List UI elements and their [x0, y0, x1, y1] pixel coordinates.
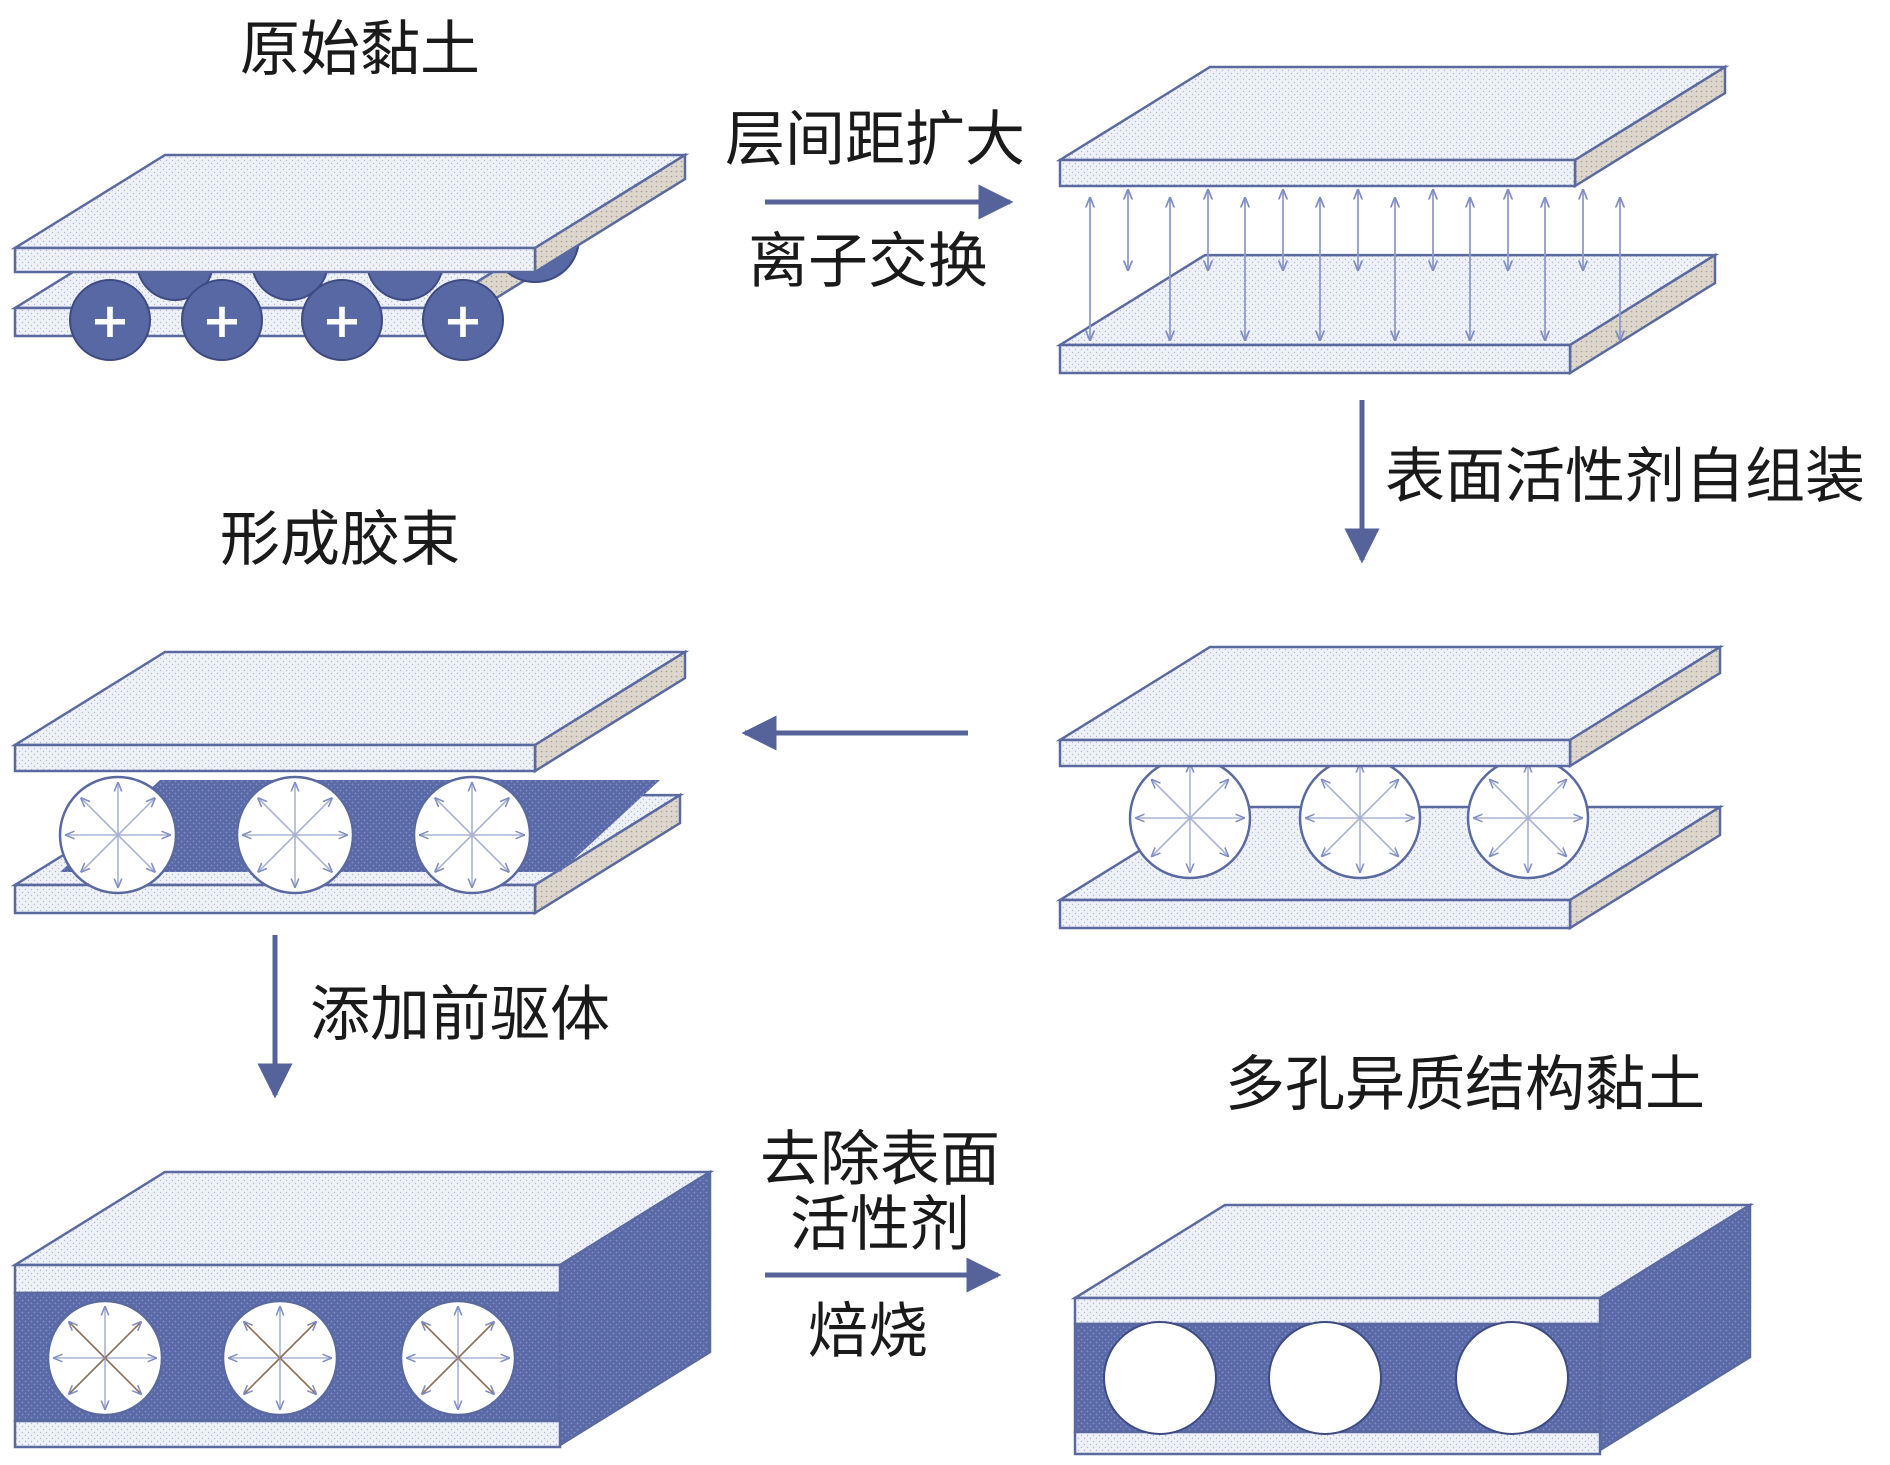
cation-plus-sign: + [202, 293, 242, 349]
micelle-ray [244, 1357, 281, 1394]
micelle-ray [1152, 780, 1191, 819]
label-surfactant-self-assembly: 表面活性剂自组装 [1385, 442, 1865, 512]
top-clay-layer [1055, 644, 1725, 769]
precursor-micelle [399, 1299, 517, 1417]
panel-precursor-filled [10, 1169, 715, 1449]
micelle-row [1128, 756, 1590, 880]
micelle-ray [435, 834, 473, 872]
slab-front-face [13, 246, 537, 274]
bottom-clay-layer [1073, 1430, 1602, 1456]
cation: + [301, 279, 383, 361]
micelle-ray [258, 798, 296, 836]
micelle-ray [104, 1322, 141, 1359]
micelle-ray [471, 798, 509, 836]
step-remove-surfactant: 去除表面 活性剂 焙烧 [760, 1125, 1002, 1367]
step-surfactant-self-assembly: 表面活性剂自组装 [1344, 400, 1865, 564]
micelle-ray [457, 1357, 494, 1394]
cation: + [181, 279, 263, 361]
micelle-cylinder-row [58, 775, 660, 895]
micelle-ray [294, 798, 332, 836]
micelle-ray [435, 798, 473, 836]
precursor-micelle [46, 1299, 164, 1417]
micelle-ray [1322, 780, 1361, 819]
micelle-ray [244, 1322, 281, 1359]
top-clay-layer [10, 152, 690, 275]
micelle [1128, 756, 1252, 880]
micelle-ray [1189, 780, 1228, 819]
step-ion-exchange: 层间距扩大 离子交换 [725, 105, 1025, 297]
cation-plus-sign: + [443, 293, 483, 349]
micelle-ray [457, 1322, 494, 1359]
panel-expanded-layers [1055, 64, 1730, 376]
panel-original-clay: + + + + 原始黏土 [10, 15, 690, 361]
cation: + [422, 279, 504, 361]
micelle-ray [1527, 780, 1566, 819]
panel-porous-heterostructure [1070, 1202, 1755, 1456]
slab-front-face [1058, 898, 1572, 930]
label-remove-surfactant-line1: 去除表面 [760, 1125, 1000, 1195]
label-interlayer-expand: 层间距扩大 [725, 105, 1025, 175]
label-porous-heterostructure-clay: 多孔异质结构黏土 [1225, 1050, 1705, 1120]
micelle-cylinder [58, 775, 178, 895]
precursor-micelle [221, 1299, 339, 1417]
pore [1103, 1321, 1217, 1435]
slab-front-face [1058, 343, 1572, 375]
micelle-ray [279, 1322, 316, 1359]
interlayer-spacing-arrows [1090, 190, 1620, 340]
step-add-precursor: 添加前驱体 [257, 935, 610, 1099]
micelle-ray [1189, 817, 1228, 856]
micelle [1298, 756, 1422, 880]
micelle-ray [258, 834, 296, 872]
micelle-ray [81, 798, 119, 836]
micelle [1466, 756, 1590, 880]
micelle-ray [1322, 817, 1361, 856]
pore [1268, 1321, 1382, 1435]
micelle-cylinder [235, 775, 355, 895]
label-remove-surfactant-line2: 活性剂 [790, 1190, 970, 1260]
micelle-ray [69, 1357, 106, 1394]
label-ion-exchange: 离子交换 [748, 227, 988, 297]
label-original-clay: 原始黏土 [240, 15, 480, 85]
micelle-ray [279, 1357, 316, 1394]
micelle-ray [1490, 817, 1529, 856]
micelle-ray [117, 798, 155, 836]
cation-row-front: + + + + [69, 279, 504, 361]
top-clay-layer [1055, 64, 1730, 189]
micelle-ray [471, 834, 509, 872]
micelle-ray [117, 834, 155, 872]
micelle-ray [294, 834, 332, 872]
cation-plus-sign: + [322, 293, 362, 349]
panel-surfactant-assembly [1055, 644, 1725, 931]
pore [1455, 1321, 1569, 1435]
micelle-ray [1359, 780, 1398, 819]
label-micelle-formation: 形成胶束 [220, 505, 460, 575]
micelle-ray [69, 1322, 106, 1359]
micelle-ray [104, 1357, 141, 1394]
cation-plus-sign: + [90, 293, 130, 349]
cation: + [69, 279, 151, 361]
slab-front-face [1058, 158, 1577, 188]
bottom-clay-layer [13, 1419, 562, 1449]
bottom-clay-layer [1055, 252, 1720, 376]
micelle-ray [422, 1322, 459, 1359]
top-clay-layer [1073, 1296, 1602, 1326]
top-clay-layer [13, 1263, 562, 1295]
label-calcination: 焙烧 [808, 1297, 928, 1367]
label-add-precursor: 添加前驱体 [310, 980, 610, 1050]
micelle-ray [422, 1357, 459, 1394]
panel-micelle-formation: 形成胶束 [10, 505, 690, 916]
micelle-ray [1490, 780, 1529, 819]
micelle-ray [1527, 817, 1566, 856]
micelle-cylinder [412, 775, 532, 895]
micelle-ray [81, 834, 119, 872]
micelle-ray [1152, 817, 1191, 856]
slab-front-face [1058, 738, 1572, 768]
slab-front-face [13, 743, 537, 773]
top-clay-layer [10, 649, 690, 774]
micelle-ray [1359, 817, 1398, 856]
